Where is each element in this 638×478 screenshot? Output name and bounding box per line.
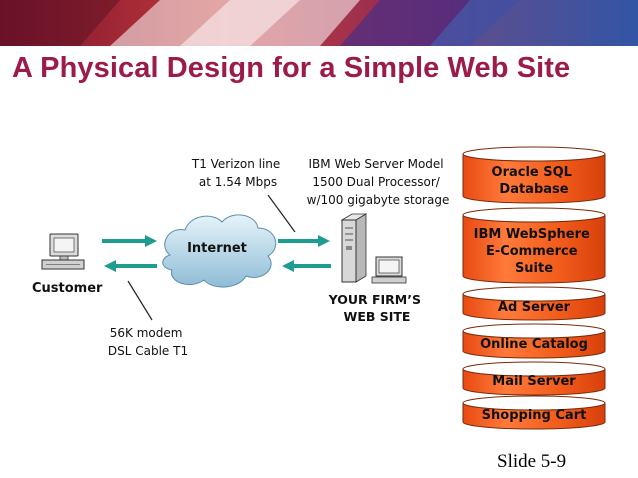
customer-label: Customer	[32, 281, 103, 296]
cylinder-mail-server: Mail Server	[462, 361, 606, 396]
cylinder-online-catalog: Online Catalog	[462, 323, 606, 359]
cylinder-label: IBM WebSphere E-Commerce Suite	[474, 227, 595, 276]
cylinder-label: Shopping Cart	[482, 408, 587, 423]
cylinder-label: Ad Server	[498, 300, 571, 315]
modem-callout-line	[127, 280, 153, 321]
cylinder-ad-server: Ad Server	[462, 286, 606, 321]
server-monitor-icon	[371, 256, 407, 284]
cylinder-shopping-cart: Shopping Cart	[462, 395, 606, 430]
customer-computer-icon	[41, 233, 85, 270]
internet-label: Internet	[187, 241, 247, 256]
modem-note: 56K modem DSL Cable T1	[108, 326, 188, 358]
cylinder-label: Oracle SQL Database	[492, 165, 577, 197]
cylinder-websphere: IBM WebSphere E-Commerce Suite	[462, 207, 606, 284]
cylinder-label: Online Catalog	[480, 337, 588, 352]
firm-label: YOUR FIRM’S WEB SITE	[328, 292, 426, 324]
arrow-to-server-icon	[278, 235, 330, 247]
server-note: IBM Web Server Model 1500 Dual Processor…	[307, 157, 450, 207]
cylinder-label: Mail Server	[492, 374, 576, 389]
internet-cloud-icon	[162, 214, 277, 288]
arrow-to-internet-icon	[102, 235, 157, 247]
arrow-from-server-icon	[282, 260, 331, 272]
t1-callout-line	[267, 194, 296, 233]
header-banner	[0, 0, 638, 46]
server-tower-icon	[340, 213, 368, 283]
slide-number: Slide 5-9	[497, 451, 567, 472]
cylinder-oracle-sql: Oracle SQL Database	[462, 146, 606, 204]
arrow-to-customer-icon	[104, 260, 157, 272]
t1-note: T1 Verizon line at 1.54 Mbps	[191, 157, 284, 189]
slide-title: A Physical Design for a Simple Web Site	[12, 52, 571, 84]
